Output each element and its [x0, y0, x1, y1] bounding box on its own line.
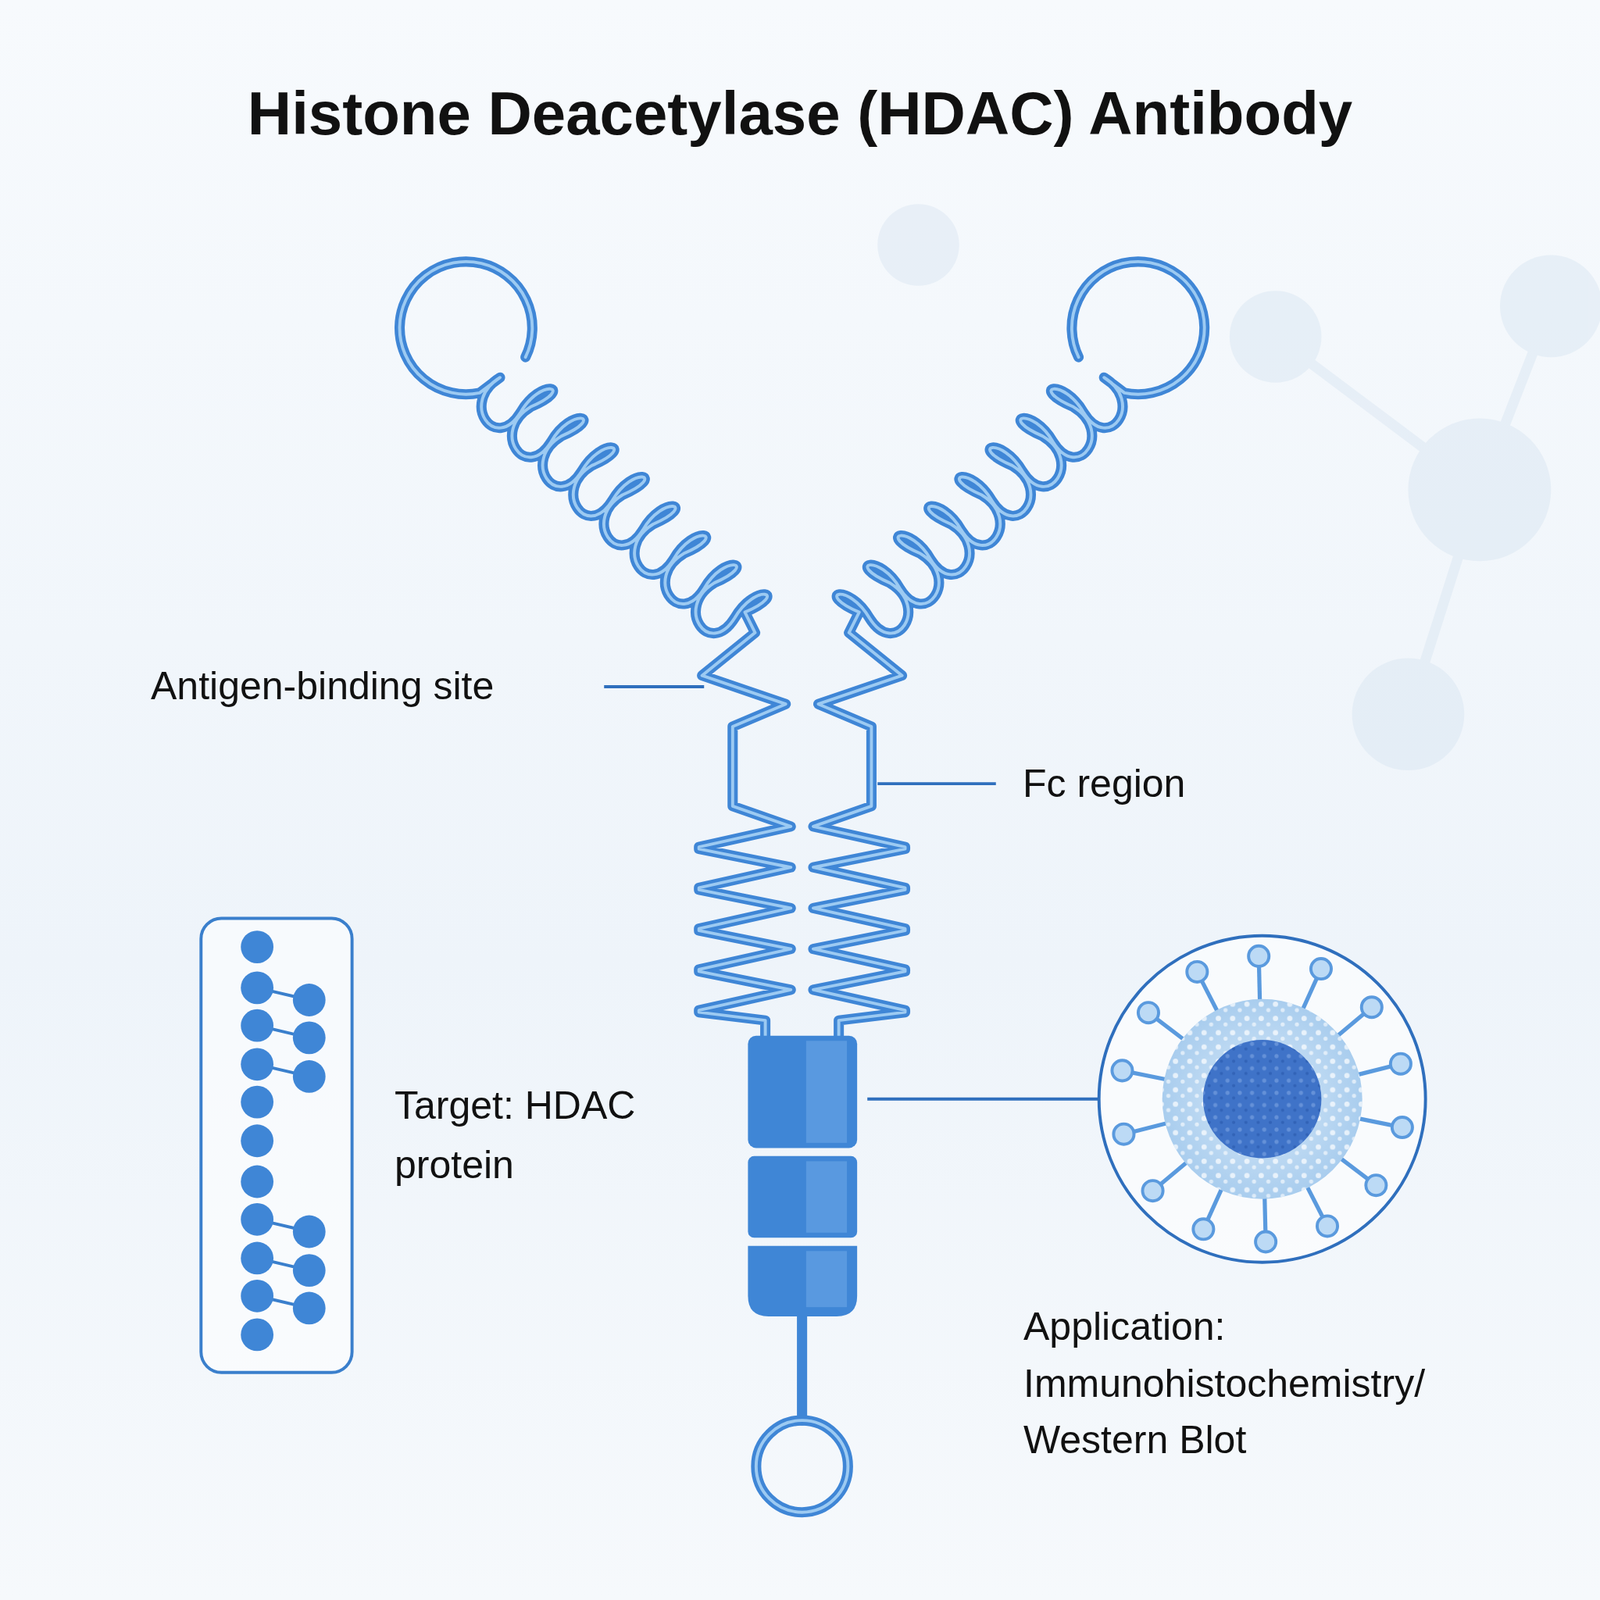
- part-label: Fc region: [1022, 760, 1186, 808]
- heavy-chain-left: [400, 261, 792, 1036]
- residue: [240, 1279, 274, 1313]
- receptor-head: [1138, 1002, 1159, 1023]
- heavy-chain-right: [813, 261, 1205, 1036]
- heavy-chain-right: [813, 261, 1205, 1036]
- part-label: Antigen-binding site: [150, 662, 494, 710]
- receptor-head: [1248, 946, 1269, 967]
- nucleus-texture: [1203, 1039, 1322, 1159]
- receptor-head: [1390, 1053, 1411, 1075]
- residue: [240, 1165, 274, 1199]
- residue: [292, 1253, 326, 1287]
- receptor-head: [1317, 1215, 1338, 1236]
- constant-domain-block: [747, 1035, 858, 1317]
- residue: [292, 1021, 326, 1054]
- receptor-head: [1186, 961, 1208, 983]
- heavy-chain-left: [400, 261, 792, 1036]
- residue: [292, 1292, 326, 1325]
- target-label: Target: HDAC protein: [394, 1075, 708, 1195]
- stem-loop-highlight: [756, 1420, 849, 1513]
- residue: [292, 1060, 326, 1093]
- cell-receptors: [1111, 946, 1413, 1253]
- residue: [240, 1085, 274, 1119]
- stem: [796, 1316, 808, 1421]
- residue: [240, 971, 274, 1004]
- diagram-title: Histone Deacetylase (HDAC) Antibody: [0, 78, 1600, 150]
- leader-lines: [603, 686, 1099, 1100]
- receptor-head: [1142, 1180, 1163, 1201]
- residue: [240, 1203, 274, 1236]
- cell-body: [1162, 999, 1363, 1200]
- cell-nucleus: [1203, 1039, 1322, 1159]
- residue: [292, 983, 326, 1017]
- cell-frame: [1099, 935, 1426, 1263]
- protein-residues: [240, 930, 325, 1351]
- residue: [292, 1215, 326, 1249]
- receptor-head: [1111, 1060, 1133, 1081]
- receptor-head: [1310, 958, 1332, 979]
- receptor-head: [1392, 1117, 1413, 1138]
- target-protein-box: [200, 918, 352, 1373]
- receptor-head: [1365, 1175, 1386, 1196]
- application-label: Application: Immunohistochemistry/ Weste…: [1023, 1298, 1508, 1469]
- cell-texture: [1162, 999, 1363, 1200]
- residue: [240, 1318, 274, 1352]
- residue: [240, 1242, 274, 1275]
- receptor-head: [1113, 1124, 1134, 1145]
- residue: [240, 1124, 274, 1158]
- stem-loop: [756, 1420, 849, 1513]
- residue: [240, 1009, 274, 1043]
- receptor-head: [1361, 996, 1383, 1018]
- receptor-head: [1192, 1218, 1214, 1240]
- residue: [240, 930, 274, 964]
- receptor-head: [1255, 1231, 1276, 1252]
- residue: [240, 1047, 274, 1081]
